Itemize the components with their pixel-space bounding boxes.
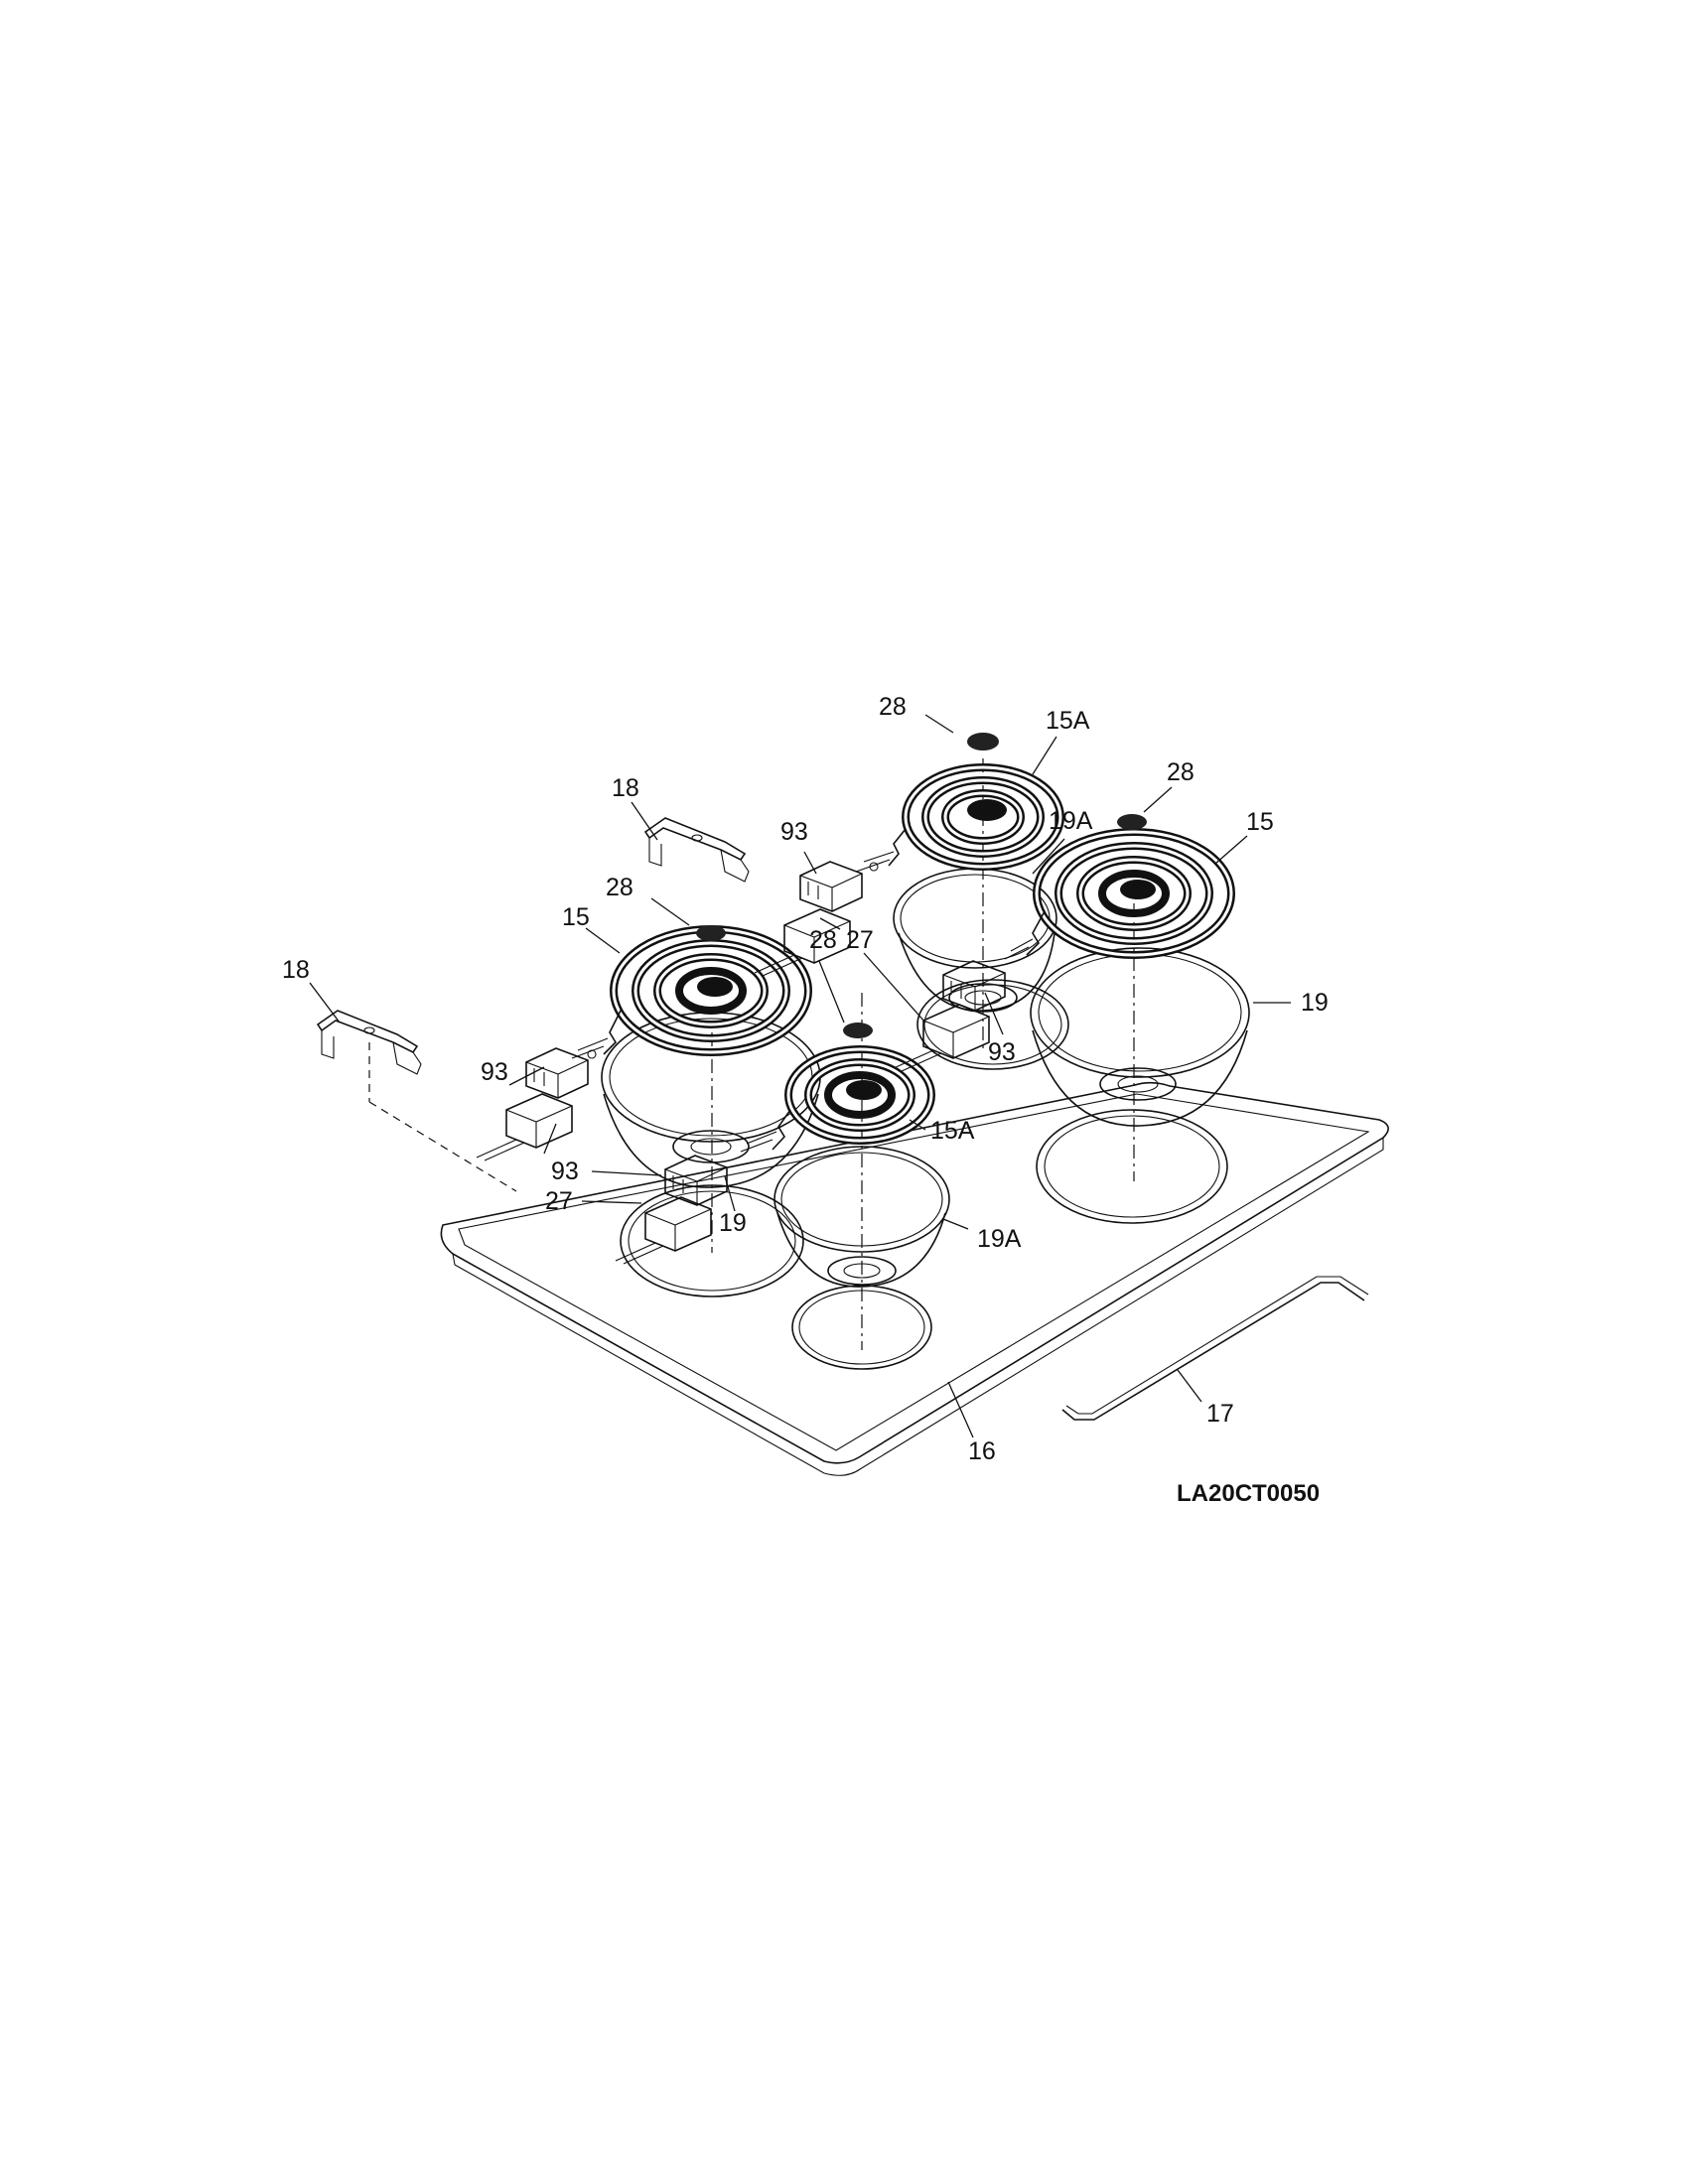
terminal-pins (571, 851, 1034, 1153)
rod-17 (1061, 1276, 1369, 1421)
callout-28: 28 (809, 926, 837, 954)
surface-element-15a-rear (888, 763, 1064, 871)
callout-15a: 15A (930, 1117, 975, 1145)
receptacle-27-right (893, 1004, 990, 1072)
callout-28: 28 (1167, 758, 1195, 786)
callout-28: 28 (606, 874, 633, 901)
callout-27: 27 (846, 926, 874, 954)
receptacle-27-left (476, 1093, 573, 1161)
callout-17: 17 (1206, 1400, 1234, 1428)
bracket-18-top (644, 817, 750, 883)
callout-27: 27 (545, 1187, 573, 1215)
surface-element-15a-front (772, 1045, 935, 1151)
leader-lines (309, 714, 1291, 1438)
callout-19: 19 (1301, 989, 1329, 1017)
callout-18: 18 (612, 774, 639, 802)
surface-element-15-right (1026, 828, 1235, 959)
callout-28: 28 (879, 693, 907, 721)
callout-19a: 19A (1049, 807, 1093, 835)
element-caps (696, 733, 1147, 1038)
callout-19a: 19A (977, 1225, 1022, 1253)
callout-15: 15 (1246, 808, 1274, 836)
callout-93: 93 (481, 1058, 508, 1086)
callout-labels: 28 15A 28 15 18 93 19A 28 15 27 28 18 19… (282, 693, 1329, 1465)
terminal-block-93-top (799, 861, 863, 912)
callout-19: 19 (719, 1209, 747, 1237)
callout-93: 93 (988, 1038, 1016, 1066)
callout-15a: 15A (1046, 707, 1090, 735)
callout-16: 16 (968, 1437, 996, 1465)
callout-18: 18 (282, 956, 310, 984)
cooktop-top (440, 979, 1389, 1476)
drip-bowl-19a-front (774, 1146, 950, 1288)
callout-15: 15 (562, 903, 590, 931)
callout-93: 93 (780, 818, 808, 846)
drawing-id: LA20CT0050 (1177, 1480, 1320, 1507)
callout-93: 93 (551, 1158, 579, 1185)
surface-element-15-left (603, 925, 812, 1056)
